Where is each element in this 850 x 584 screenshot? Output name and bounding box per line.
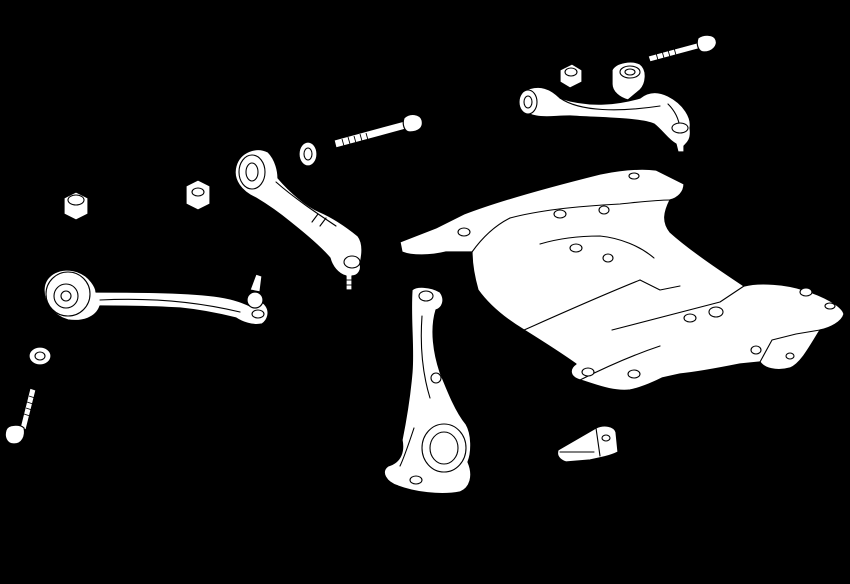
subframe-bracket-icon [556,425,619,463]
thrust-arm-icon [234,149,363,291]
lower-arm-bolt-icon [4,387,37,445]
thrust-arm-bushing-nut-icon [185,179,211,211]
lower-control-arm-icon [43,269,269,326]
front-subframe-icon [399,168,845,391]
thrust-arm-washer-icon [298,141,318,167]
bushing-sleeve-icon [63,191,89,221]
steering-knuckle-icon [383,286,472,495]
upper-control-arm-icon [518,61,691,153]
thrust-arm-bolt-icon [333,113,423,149]
lower-arm-washer-icon [28,346,52,366]
upper-arm-nut-icon [559,63,583,89]
upper-arm-bolt-icon [647,34,717,63]
